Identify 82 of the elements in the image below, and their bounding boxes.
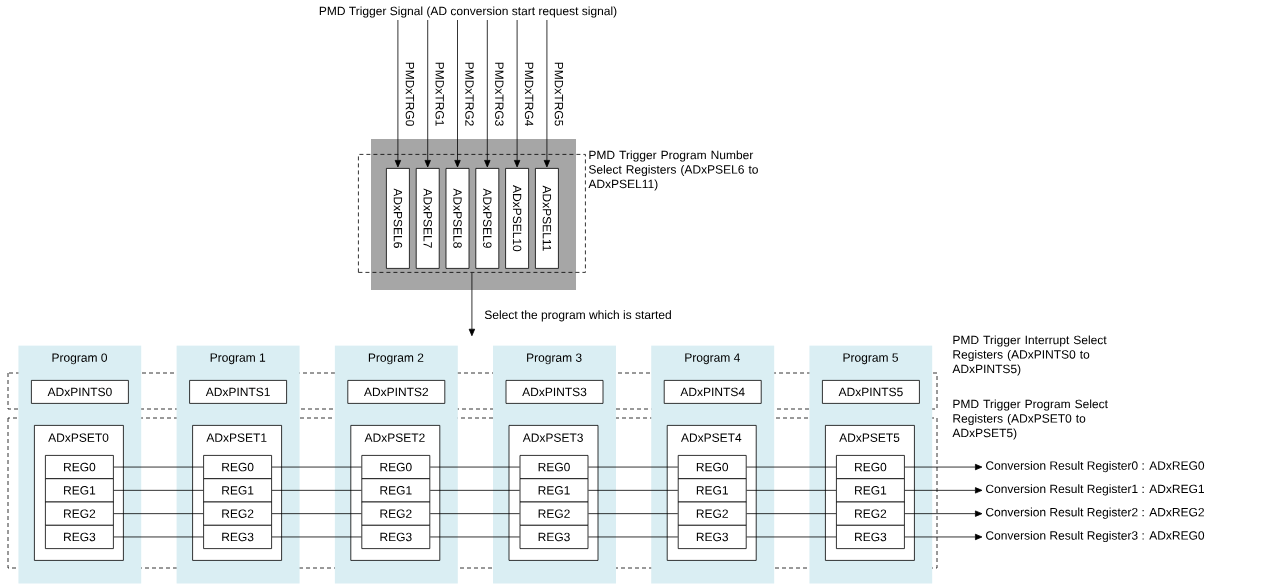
register-box: ADxPSEL9 (475, 168, 500, 269)
connector-line (588, 513, 679, 515)
connector-line (429, 536, 520, 538)
connector-line (746, 513, 837, 515)
signal-label: PMD Trigger Signal (AD conversion start request signal) (319, 6, 617, 18)
register-cell: REG0 (836, 455, 905, 480)
edge-label: PMDxTRG4 (524, 62, 534, 126)
register-cell: REG2 (677, 501, 747, 526)
edge-label: PMDxTRG0 (405, 62, 415, 126)
region-label: PMD Trigger Program Number Select Registers (ADxPSEL6 to ADxPSEL11) (588, 150, 758, 191)
connector-line (588, 489, 679, 491)
register-cell: REG3 (677, 524, 747, 549)
register-box: ADxPSEL11 (535, 168, 559, 269)
connector-line (113, 466, 204, 468)
connector-line (588, 536, 679, 538)
register-cell: REG0 (45, 455, 114, 480)
edge-label: PMDxTRG5 (554, 62, 564, 126)
edge-label: PMDxTRG2 (465, 62, 474, 126)
arrow (424, 19, 431, 168)
arrow (484, 19, 491, 168)
register-cell: REG0 (203, 455, 272, 480)
connector-line (429, 513, 520, 515)
register-box: ADxPSEL6 (386, 168, 410, 269)
edge-label: PMDxTRG1 (435, 62, 444, 126)
register-cell: REG0 (677, 455, 747, 480)
register-cell: REG3 (836, 524, 905, 549)
register-box: ADxPINTS0 (31, 380, 129, 404)
register-cell: REG1 (836, 478, 905, 503)
region-label: PMD Trigger Program Select Registers (ADxPSET0 to ADxPSET5) (952, 399, 1108, 440)
arrow (904, 463, 983, 471)
arrow (513, 19, 521, 168)
connector-line (113, 513, 204, 515)
register-cell: REG2 (361, 501, 431, 526)
register-box: ADxPINTS1 (189, 380, 287, 404)
register-box: ADxPINTS4 (663, 380, 762, 404)
register-cell: REG3 (361, 524, 431, 549)
register-cell: REG1 (361, 478, 431, 503)
register-cell: REG1 (203, 478, 272, 503)
edge-label: Select the program which is started (484, 310, 671, 322)
arrow (454, 19, 461, 168)
connector-line (429, 466, 520, 468)
register-box: ADxPINTS3 (505, 380, 604, 404)
register-cell: REG1 (677, 478, 747, 503)
connector-line (113, 536, 204, 538)
region-label: PMD Trigger Interrupt Select Registers (ADxPINTS0 to ADxPINTS5) (952, 335, 1107, 376)
output-label: Conversion Result Register0 : ADxREG0 (986, 461, 1205, 473)
arrow (904, 510, 983, 517)
output-label: Conversion Result Register1 : ADxREG1 (986, 484, 1204, 496)
register-box: ADxPSEL10 (505, 168, 529, 269)
register-cell: REG2 (203, 501, 272, 526)
register-cell: REG3 (203, 524, 272, 549)
connector-line (271, 536, 362, 538)
register-cell: REG1 (519, 478, 589, 503)
register-box: ADxPINTS5 (822, 380, 920, 404)
register-cell: REG2 (519, 501, 589, 526)
arrow (904, 487, 983, 494)
output-label: Conversion Result Register3 : ADxREG0 (986, 530, 1205, 543)
register-box: ADxPSEL7 (415, 168, 440, 269)
connector-line (588, 466, 679, 468)
register-cell: REG1 (45, 478, 114, 503)
arrow (468, 272, 476, 337)
arrow (394, 19, 402, 168)
connector-line (271, 466, 362, 468)
register-cell: REG0 (519, 455, 589, 480)
register-cell: REG2 (45, 501, 114, 526)
register-box: ADxPINTS2 (347, 380, 446, 404)
arrow (543, 19, 551, 168)
edge-label: PMDxTRG3 (495, 62, 504, 126)
register-box: ADxPSEL8 (445, 168, 470, 269)
register-cell: REG2 (836, 501, 905, 526)
connector-line (271, 489, 362, 491)
connector-line (113, 489, 204, 491)
connector-line (746, 466, 837, 468)
connector-line (746, 536, 837, 538)
arrow (904, 533, 983, 541)
connector-line (429, 489, 520, 491)
register-cell: REG3 (519, 524, 589, 549)
connector-line (271, 513, 362, 515)
register-cell: REG3 (45, 524, 114, 549)
connector-line (746, 489, 837, 491)
register-cell: REG0 (361, 455, 431, 480)
output-label: Conversion Result Register2 : ADxREG2 (986, 507, 1204, 519)
